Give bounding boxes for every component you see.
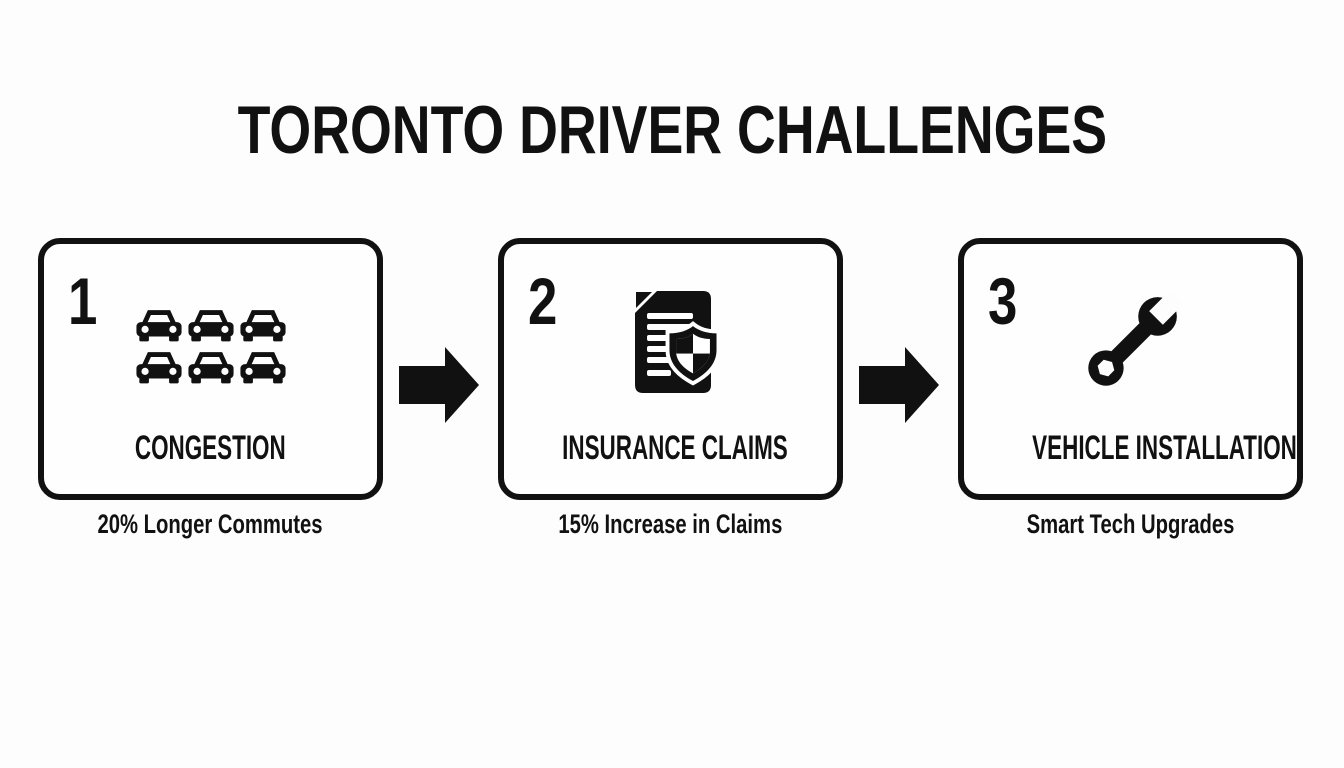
right-arrow-icon (399, 345, 481, 425)
step-box-congestion: 1 CONGESTION (38, 238, 383, 500)
car-icon (239, 308, 287, 344)
wrench-icon (964, 284, 1297, 402)
car-icon (135, 308, 183, 344)
step-label-vehicle-installation-text: VEHICLE INSTALLATION (1032, 429, 1297, 467)
right-arrow-icon (859, 345, 941, 425)
car-icon (187, 350, 235, 386)
step-caption-vehicle-installation-text: Smart Tech Upgrades (1026, 509, 1235, 539)
page-title-text: TORONTO DRIVER CHALLENGES (237, 92, 1107, 168)
step-number-3-text: 3 (988, 264, 1018, 338)
step-caption-congestion-text: 20% Longer Commutes (97, 509, 324, 539)
step-caption-congestion: 20% Longer Commutes (38, 509, 383, 540)
step-number-2-text: 2 (528, 264, 558, 338)
step-caption-insurance-claims-text: 15% Increase in Claims (558, 509, 783, 539)
step-number-3: 3 (988, 268, 1025, 334)
step-number-1: 1 (68, 268, 105, 334)
step-label-vehicle-installation: VEHICLE INSTALLATION (964, 429, 1297, 467)
step-box-insurance-claims: 2 (498, 238, 843, 500)
page-title: TORONTO DRIVER CHALLENGES (0, 96, 1344, 164)
car-icon (187, 308, 235, 344)
step-label-insurance-claims-text: INSURANCE CLAIMS (562, 429, 788, 467)
step-number-1-text: 1 (68, 264, 98, 338)
step-number-2: 2 (528, 268, 565, 334)
car-icon (135, 350, 183, 386)
step-label-insurance-claims: INSURANCE CLAIMS (504, 429, 837, 467)
car-icon (239, 350, 287, 386)
step-label-congestion: CONGESTION (44, 429, 377, 467)
step-box-vehicle-installation: 3 VEHICLE INSTALLATION (958, 238, 1303, 500)
cars-grid (135, 308, 287, 386)
step-caption-insurance-claims: 15% Increase in Claims (498, 509, 843, 540)
traffic-jam-cars-icon (44, 308, 377, 386)
step-caption-vehicle-installation: Smart Tech Upgrades (958, 509, 1303, 540)
step-label-congestion-text: CONGESTION (135, 429, 286, 467)
insurance-document-shield-icon (504, 284, 837, 406)
